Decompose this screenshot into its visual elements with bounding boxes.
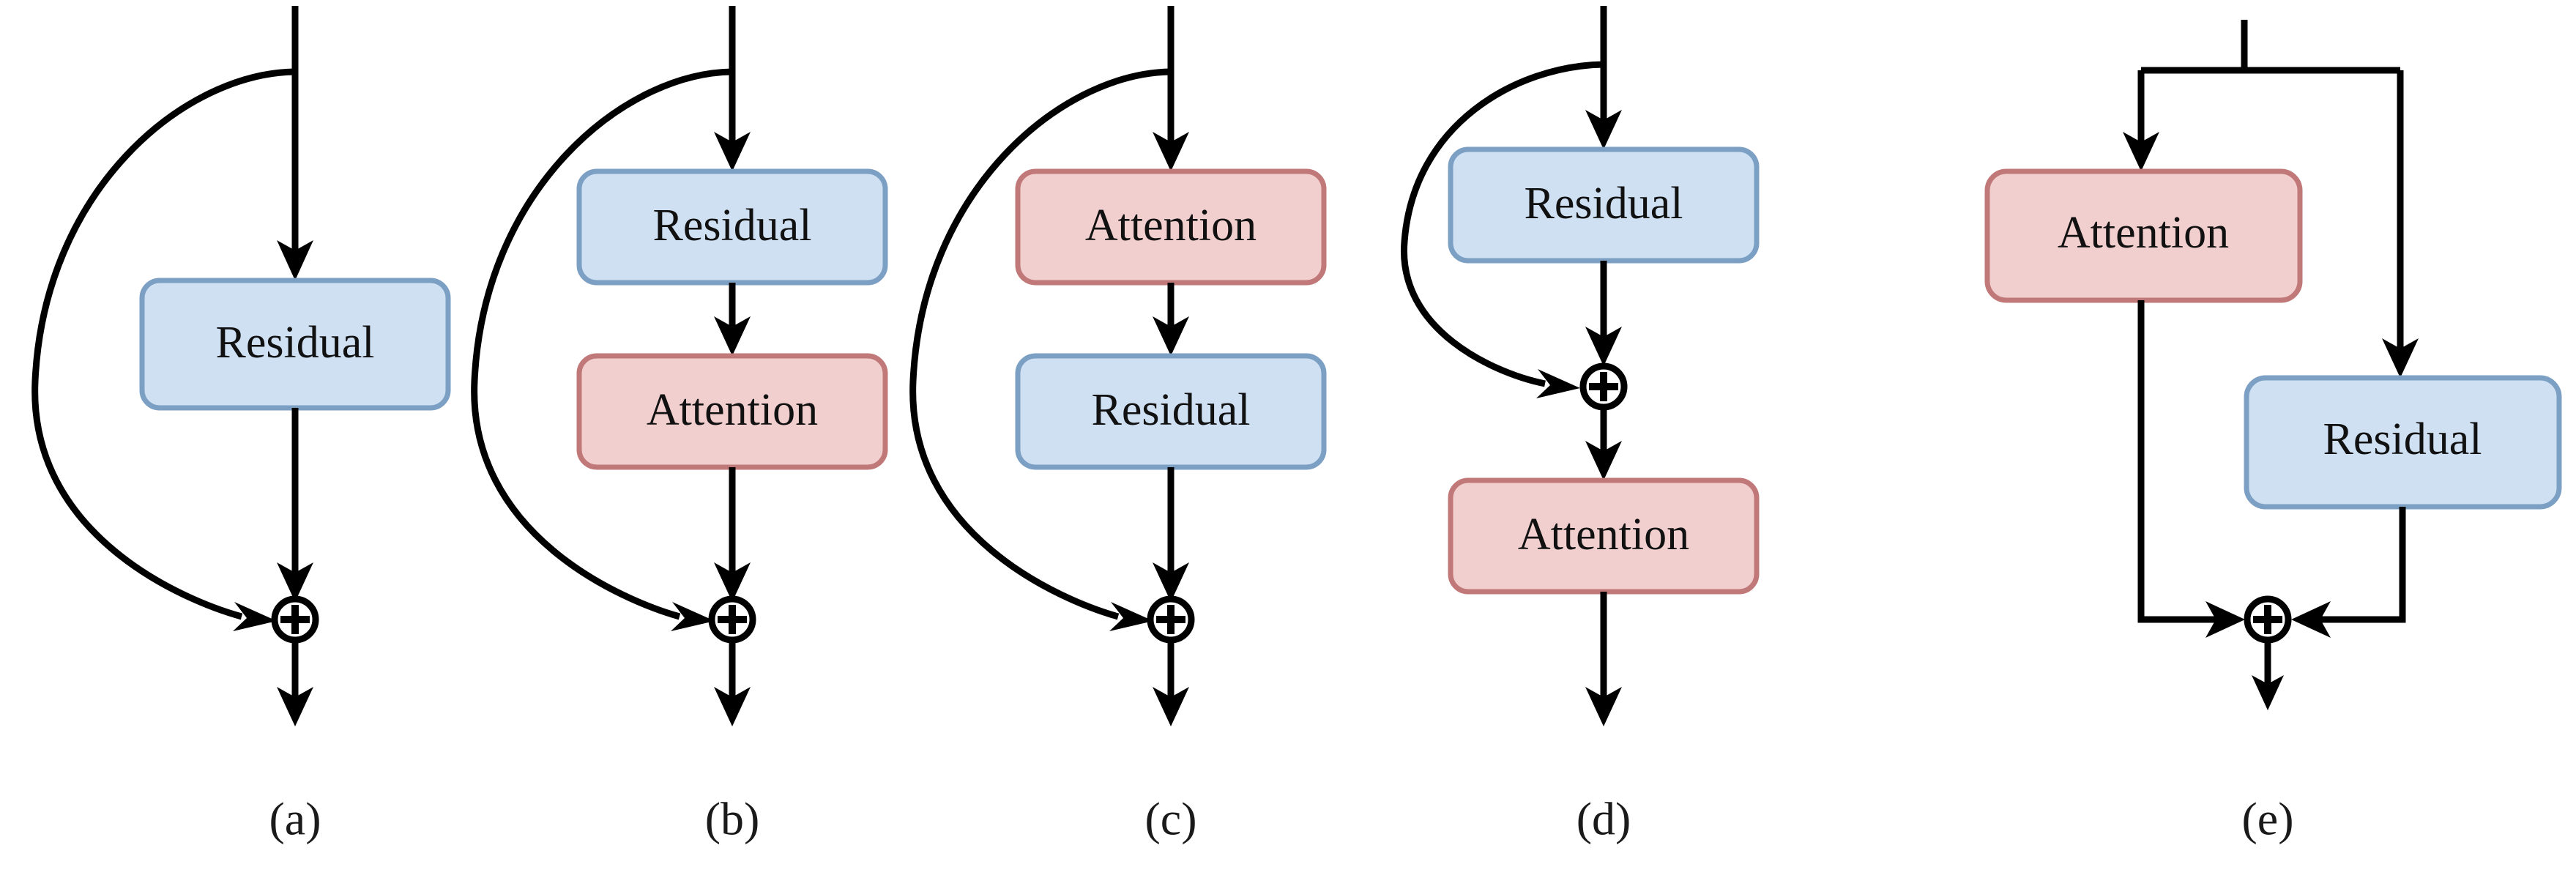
panel-b-arrow-into-residual bbox=[714, 132, 751, 171]
panel-d-arrow-into-plus bbox=[1585, 327, 1622, 366]
panel-e-caption: (e) bbox=[2241, 793, 2293, 845]
panel-b-skip-arrow bbox=[671, 602, 715, 631]
panel-d: Residual Attention (d) bbox=[1401, 6, 1760, 845]
panel-b-caption: (b) bbox=[705, 793, 760, 845]
panel-e-attention-to-plus-line bbox=[2137, 300, 2222, 623]
panel-c-arrow-into-residual bbox=[1153, 316, 1189, 356]
panel-c-arrow-into-attention bbox=[1153, 132, 1189, 171]
panel-e-output-arrow bbox=[2252, 675, 2284, 710]
panel-c-skip-arrow bbox=[1109, 602, 1153, 631]
panel-d-skip-arrow bbox=[1536, 369, 1580, 398]
panel-e-residual-to-plus-line bbox=[2314, 507, 2406, 623]
panel-d-arrow-into-attention bbox=[1585, 441, 1622, 480]
panel-e: Attention Residual (e) bbox=[1984, 20, 2562, 845]
panel-b-attention-label: Attention bbox=[647, 385, 818, 435]
panel-b-arrow-into-plus bbox=[714, 562, 751, 602]
panel-e-residual-label: Residual bbox=[2323, 414, 2482, 464]
panel-e-arrow-into-attention bbox=[2123, 132, 2159, 171]
panel-c-attention-label: Attention bbox=[1085, 201, 1257, 250]
panel-a: Residual (a) bbox=[31, 6, 451, 845]
panel-d-output-arrow bbox=[1585, 687, 1622, 726]
panel-e-arrow-into-residual bbox=[2382, 338, 2419, 378]
panel-d-attention-label: Attention bbox=[1518, 510, 1689, 559]
panel-b-skip-curve bbox=[471, 68, 733, 620]
panel-a-output-arrow bbox=[277, 687, 313, 726]
panel-c: Attention Residual (c) bbox=[909, 6, 1327, 845]
panel-a-skip-curve bbox=[31, 68, 296, 620]
panel-a-arrow-into-residual bbox=[277, 240, 313, 280]
panel-c-skip-curve bbox=[909, 68, 1172, 620]
panel-a-residual-label: Residual bbox=[216, 318, 375, 368]
panel-d-residual-label: Residual bbox=[1525, 179, 1683, 228]
panel-a-skip-arrow bbox=[233, 602, 277, 631]
panel-c-caption: (c) bbox=[1144, 793, 1196, 845]
panel-b-output-arrow bbox=[714, 687, 751, 726]
panel-d-caption: (d) bbox=[1577, 793, 1631, 845]
panel-e-plus-arrow-right bbox=[2291, 601, 2331, 638]
panel-a-arrow-into-plus bbox=[277, 562, 313, 602]
panel-e-attention-label: Attention bbox=[2058, 208, 2229, 258]
panel-b: Residual Attention (b) bbox=[471, 6, 888, 845]
panel-d-skip-curve bbox=[1401, 61, 1604, 387]
panel-b-arrow-into-attention bbox=[714, 316, 751, 356]
panel-d-arrow-into-residual bbox=[1585, 110, 1622, 149]
panel-c-arrow-into-plus bbox=[1153, 562, 1189, 602]
panel-c-residual-label: Residual bbox=[1092, 385, 1251, 435]
panel-a-caption: (a) bbox=[269, 793, 321, 845]
panel-e-plus-arrow-left bbox=[2205, 601, 2245, 638]
panel-b-residual-label: Residual bbox=[653, 201, 812, 250]
panel-c-output-arrow bbox=[1153, 687, 1189, 726]
